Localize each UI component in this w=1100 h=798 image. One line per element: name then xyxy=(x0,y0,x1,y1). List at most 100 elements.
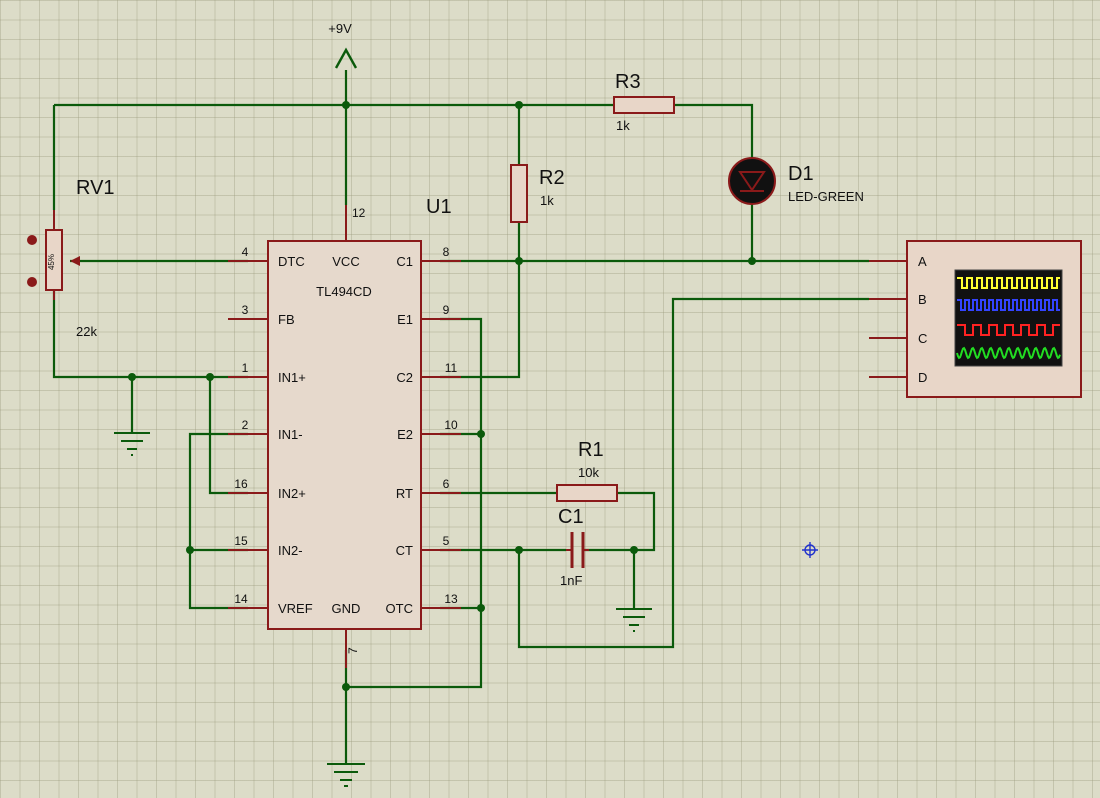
scope-input-pins xyxy=(869,260,907,378)
pin-name-in1p: IN1+ xyxy=(278,370,306,385)
rv1-value: 22k xyxy=(76,324,97,339)
scope-channel-label: D xyxy=(918,370,927,385)
scope-trace-c xyxy=(957,324,1060,336)
pin-number: 15 xyxy=(234,534,248,548)
rv1-body xyxy=(45,229,63,291)
rv1-potentiometer[interactable]: 45% RV1 22k xyxy=(27,177,115,339)
wire-in1m-vref[interactable] xyxy=(188,432,248,610)
ground-icon xyxy=(327,763,365,787)
scope-trace-b xyxy=(957,299,1060,311)
rv1-wiper-percent: 45% xyxy=(47,254,56,270)
pin-name-vref: VREF xyxy=(278,601,313,616)
u1-ref: U1 xyxy=(426,196,452,218)
r2-ref: R2 xyxy=(539,167,565,189)
junction-dot xyxy=(630,546,638,554)
junction-dot xyxy=(515,546,523,554)
pin-number: 3 xyxy=(242,303,249,317)
crosshair-cursor-icon xyxy=(802,542,818,558)
u1-chip[interactable]: U1 TL494CD DTC VCC C1 FB E1 IN1+ C2 IN1-… xyxy=(228,196,461,668)
pin-number: 1 xyxy=(242,361,249,375)
junction-dot xyxy=(515,101,523,109)
ground-symbol-left[interactable] xyxy=(114,432,150,456)
pin-number: 11 xyxy=(445,361,458,375)
rv1-decrease-button[interactable] xyxy=(27,277,37,287)
ground-icon xyxy=(616,608,652,632)
pin-number: 4 xyxy=(242,245,249,259)
scope-traces xyxy=(956,277,1061,360)
pin-name-vcc: VCC xyxy=(332,254,359,269)
r3-body xyxy=(613,96,675,114)
scope-channel-label: A xyxy=(918,254,927,269)
u1-body xyxy=(267,240,422,630)
rv1-ref: RV1 xyxy=(76,177,115,199)
ground-symbol-main[interactable] xyxy=(327,763,365,787)
junction-dot xyxy=(206,373,214,381)
wire-r2-c2[interactable] xyxy=(440,222,521,379)
pin-number: 14 xyxy=(234,592,248,606)
pin-name-in2m: IN2- xyxy=(278,543,303,558)
d1-led[interactable]: D1 LED-GREEN xyxy=(728,157,864,205)
ground-symbol-c1[interactable] xyxy=(616,608,652,632)
junction-dot xyxy=(186,546,194,554)
pin-number: 16 xyxy=(234,477,248,491)
pin-number: 8 xyxy=(443,245,450,259)
r1-value: 10k xyxy=(578,465,599,480)
u1-right-pins xyxy=(421,260,461,609)
junction-dot xyxy=(477,430,485,438)
c1-value: 1nF xyxy=(560,573,582,588)
junctions xyxy=(128,101,756,691)
r2-resistor[interactable]: R2 1k xyxy=(510,164,565,223)
wire-rv1-bottom-in1p[interactable] xyxy=(52,290,248,379)
pin-name-fb: FB xyxy=(278,312,295,327)
r1-resistor[interactable]: R1 10k xyxy=(556,439,618,502)
rv1-wiper-arrow-icon xyxy=(70,256,80,266)
pin-name-dtc: DTC xyxy=(278,254,305,269)
pin-number: 2 xyxy=(242,418,249,432)
pin-name-in1m: IN1- xyxy=(278,427,303,442)
u1-left-pins xyxy=(228,260,268,609)
pin-number: 6 xyxy=(443,477,450,491)
oscilloscope[interactable]: A B C D xyxy=(869,240,1082,398)
rv1-increase-button[interactable] xyxy=(27,235,37,245)
r1-body xyxy=(556,484,618,502)
pin-name-rt: RT xyxy=(396,486,413,501)
r3-ref: R3 xyxy=(615,71,641,93)
u1-part: TL494CD xyxy=(316,284,372,299)
pin-number: 5 xyxy=(443,534,450,548)
pin-name-gnd: GND xyxy=(332,601,361,616)
pin-number: 10 xyxy=(444,418,458,432)
junction-dot xyxy=(128,373,136,381)
pin-name-c1: C1 xyxy=(396,254,413,269)
c1-capacitor[interactable]: C1 1nF xyxy=(558,506,589,588)
r3-resistor[interactable]: R3 1k xyxy=(613,71,675,133)
wire-ct-scope-b[interactable] xyxy=(517,297,869,649)
wire-r1-c1[interactable] xyxy=(583,491,656,552)
pin-name-otc: OTC xyxy=(386,601,413,616)
scope-channel-label: B xyxy=(918,292,927,307)
pin-number: 9 xyxy=(443,303,450,317)
junction-dot xyxy=(342,101,350,109)
pin-name-c2: C2 xyxy=(396,370,413,385)
junction-dot xyxy=(342,683,350,691)
power-terminal-9v[interactable]: +9V xyxy=(328,21,358,69)
power-arrow-icon xyxy=(334,47,358,69)
d1-body xyxy=(728,157,776,205)
pin-name-e1: E1 xyxy=(397,312,413,327)
ground-icon xyxy=(114,432,150,456)
pin-number: 7 xyxy=(346,647,360,654)
c1-ref: C1 xyxy=(558,506,584,528)
pin-name-in2p: IN2+ xyxy=(278,486,306,501)
scope-channel-label: C xyxy=(918,331,927,346)
junction-dot xyxy=(515,257,523,265)
d1-ref: D1 xyxy=(788,163,814,185)
r2-value: 1k xyxy=(540,193,554,208)
power-label: +9V xyxy=(328,21,352,36)
pin-name-e2: E2 xyxy=(397,427,413,442)
scope-trace-d xyxy=(956,346,1061,360)
pin-number: 13 xyxy=(444,592,458,606)
scope-trace-a xyxy=(957,277,1060,289)
wire-r3-to-d1[interactable] xyxy=(674,103,754,163)
capacitor-icon xyxy=(570,532,585,568)
junction-dot xyxy=(477,604,485,612)
